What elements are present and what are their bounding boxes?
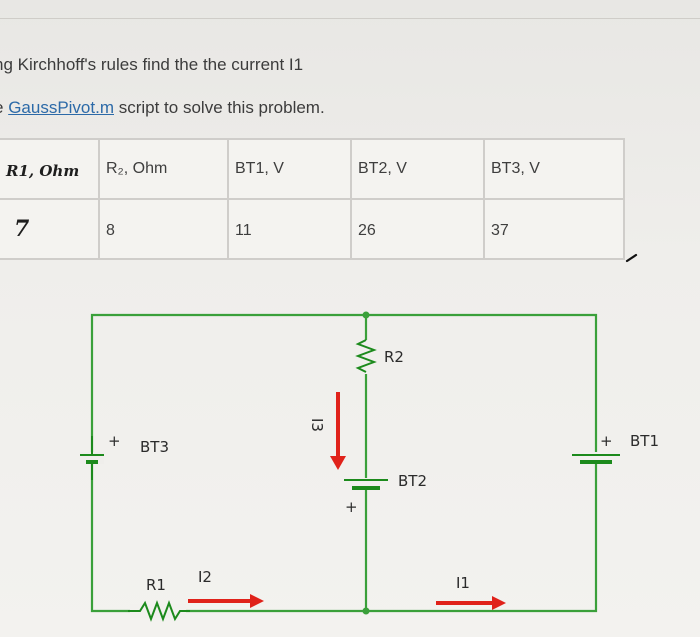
bt3-label: BT3 xyxy=(140,438,169,456)
gausspivot-link[interactable]: GaussPivot.m xyxy=(8,98,114,117)
bt2-battery xyxy=(344,479,388,490)
r2-resistor xyxy=(355,339,377,373)
handwritten-tick-mark xyxy=(625,253,638,263)
bt3-battery xyxy=(80,436,104,480)
bt1-battery xyxy=(572,452,620,464)
bt2-label: BT2 xyxy=(398,472,427,490)
top-divider xyxy=(0,18,700,19)
table-cell: 11 xyxy=(227,198,352,260)
r1-resistor xyxy=(128,600,190,622)
r1-gap xyxy=(130,604,186,618)
i1-label: I1 xyxy=(456,574,470,592)
table-header-cell: BT2, V xyxy=(350,138,485,200)
table-row: 7 8 11 26 37 xyxy=(0,198,625,260)
table-header-cell: R₂, Ohm xyxy=(98,138,229,200)
table-header-cell: BT1, V xyxy=(227,138,352,200)
problem-statement: ng Kirchhoff's rules find the the curren… xyxy=(0,55,304,74)
i2-arrow xyxy=(188,594,264,608)
table-header-row: R1, Ohm R₂, Ohm BT1, V BT2, V BT3, V xyxy=(0,138,625,200)
instruction-suffix: script to solve this problem. xyxy=(114,98,325,117)
instruction-prefix: e xyxy=(0,98,8,117)
table-cell: 7 xyxy=(0,198,100,260)
bt1-plus-sign: + xyxy=(600,432,613,450)
i3-label: I3 xyxy=(308,418,326,432)
junction-node xyxy=(362,607,370,615)
table-cell: 37 xyxy=(483,198,625,260)
r2-label: R2 xyxy=(384,348,404,366)
circuit-wire-loop xyxy=(90,313,598,613)
bt3-plus-sign: + xyxy=(108,432,121,450)
r1-label: R1 xyxy=(146,576,166,594)
i3-arrow xyxy=(330,392,346,470)
i1-arrow xyxy=(436,596,506,610)
bt1-label: BT1 xyxy=(630,432,659,450)
parameters-table: R1, Ohm R₂, Ohm BT1, V BT2, V BT3, V 7 8… xyxy=(0,138,625,260)
script-instruction: e GaussPivot.m script to solve this prob… xyxy=(0,98,325,118)
bt2-plus-sign: + xyxy=(345,498,358,516)
table-header-cell: BT3, V xyxy=(483,138,625,200)
junction-node xyxy=(362,311,370,319)
table-cell: 26 xyxy=(350,198,485,260)
table-header-cell: R1, Ohm xyxy=(0,138,100,200)
i2-label: I2 xyxy=(198,568,212,586)
table-cell: 8 xyxy=(98,198,229,260)
